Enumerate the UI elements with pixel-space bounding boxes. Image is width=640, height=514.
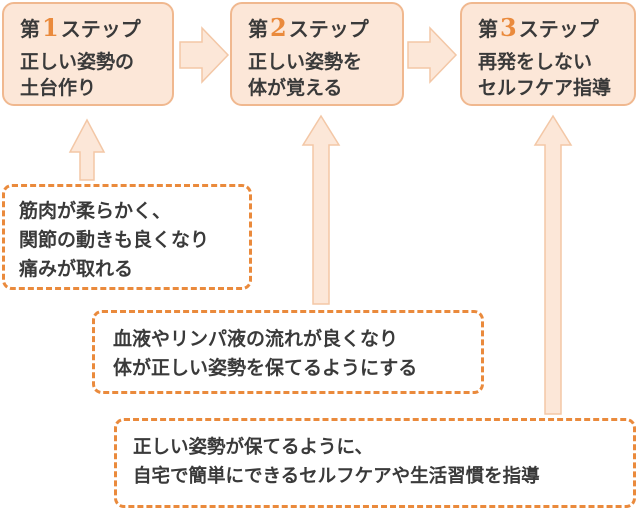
up-arrow-note1-step1 (68, 118, 106, 181)
step-2-label-prefix: 第 (248, 17, 268, 41)
step-1-number: 1 (42, 13, 59, 42)
right-arrow-1-2 (179, 26, 230, 84)
step-1-label-suffix: ステップ (60, 17, 141, 41)
note-3-line-2: 自宅で簡単にできるセルフケアや生活習慣を指導 (133, 466, 540, 487)
step-2-line-2: 体が覚える (248, 77, 343, 99)
right-arrow-2-3 (407, 26, 458, 84)
step-1-line-2: 土台作り (20, 77, 97, 99)
note-2-line-1: 血液やリンパ液の流れが良くなり (113, 328, 399, 350)
step-1-label-prefix: 第 (20, 17, 40, 41)
note-1-line-1: 筋肉が柔らかく、 (19, 200, 172, 222)
step-3-label-prefix: 第 (478, 17, 498, 41)
step-2-label-suffix: ステップ (288, 17, 369, 41)
note-1-box: 筋肉が柔らかく、 関節の動きも良くなり 痛みが取れる (2, 184, 252, 290)
step-3-label-suffix: ステップ (518, 17, 599, 41)
step-2-number: 2 (270, 13, 287, 42)
step-3-line-1: 再発をしない (478, 51, 593, 73)
note-1-line-3: 痛みが取れる (19, 258, 134, 280)
step-3-number: 3 (500, 13, 517, 42)
step-2-description: 正しい姿勢を 体が覚える (248, 49, 390, 101)
step-1-description: 正しい姿勢の 土台作り (20, 49, 160, 101)
step-3-description: 再発をしない セルフケア指導 (478, 49, 622, 101)
step-3-line-2: セルフケア指導 (478, 77, 612, 99)
note-3-box: 正しい姿勢が保てるように、 自宅で簡単にできるセルフケアや生活習慣を指導 (114, 418, 636, 508)
note-3-line-1: 正しい姿勢が保てるように、 (133, 437, 373, 458)
up-arrow-note3-step3 (533, 114, 573, 415)
step-2-line-1: 正しい姿勢を (248, 51, 363, 73)
step-1-line-1: 正しい姿勢の (20, 51, 135, 73)
note-2-line-2: 体が正しい姿勢を保てるようにする (113, 357, 418, 379)
note-1-line-2: 関節の動きも良くなり (19, 229, 210, 251)
up-arrow-note2-step2 (301, 114, 341, 305)
note-2-box: 血液やリンパ液の流れが良くなり 体が正しい姿勢を保てるようにする (92, 310, 484, 394)
